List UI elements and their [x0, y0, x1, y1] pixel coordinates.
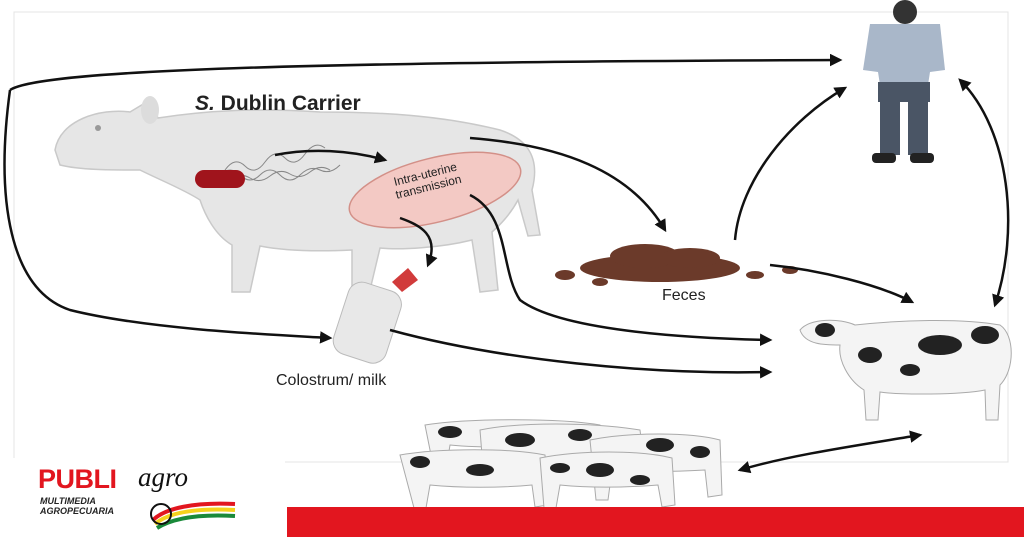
- arrow-cow-to-feces: [469, 136, 667, 233]
- bolivia-flag-swoosh-icon: [150, 501, 236, 530]
- red-footer-bar: [287, 507, 1024, 537]
- logo-agro-text: agro: [138, 462, 189, 492]
- arrow-bacteria-to-uterus: [274, 149, 388, 164]
- calf-herd: [399, 419, 723, 509]
- logo-tagline: MULTIMEDIA AGROPECUARIA: [40, 496, 115, 516]
- arrow-calf-human: [958, 78, 1010, 308]
- arrow-uterus-to-bottle: [399, 216, 438, 268]
- arrow-carrier-to-human: [9, 53, 843, 92]
- publiagro-logo: [0, 458, 285, 537]
- logo-publi-text: PUBLI: [38, 464, 117, 494]
- arrow-uterus-to-calf: [469, 193, 773, 347]
- transmission-arrows: [3, 53, 1010, 474]
- arrow-loop-to-bottle: [3, 89, 333, 344]
- human-figure: [863, 0, 945, 163]
- calf: [799, 319, 1012, 421]
- arrow-feces-to-calf: [769, 263, 915, 304]
- diagram-title: S. Dublin Carrier: [195, 92, 361, 115]
- bacterium-cell: [195, 170, 245, 188]
- arrow-herd-calf: [737, 430, 923, 474]
- feces-label: Feces: [662, 287, 706, 304]
- arrow-bottle-to-calf: [389, 328, 773, 379]
- milk-bottle: [332, 268, 418, 364]
- herd-spots: [410, 426, 710, 485]
- uterus: [348, 151, 522, 229]
- colostrum-label: Colostrum/ milk: [276, 372, 387, 389]
- arrow-feces-to-human: [733, 86, 848, 241]
- feces-pile: [555, 244, 798, 286]
